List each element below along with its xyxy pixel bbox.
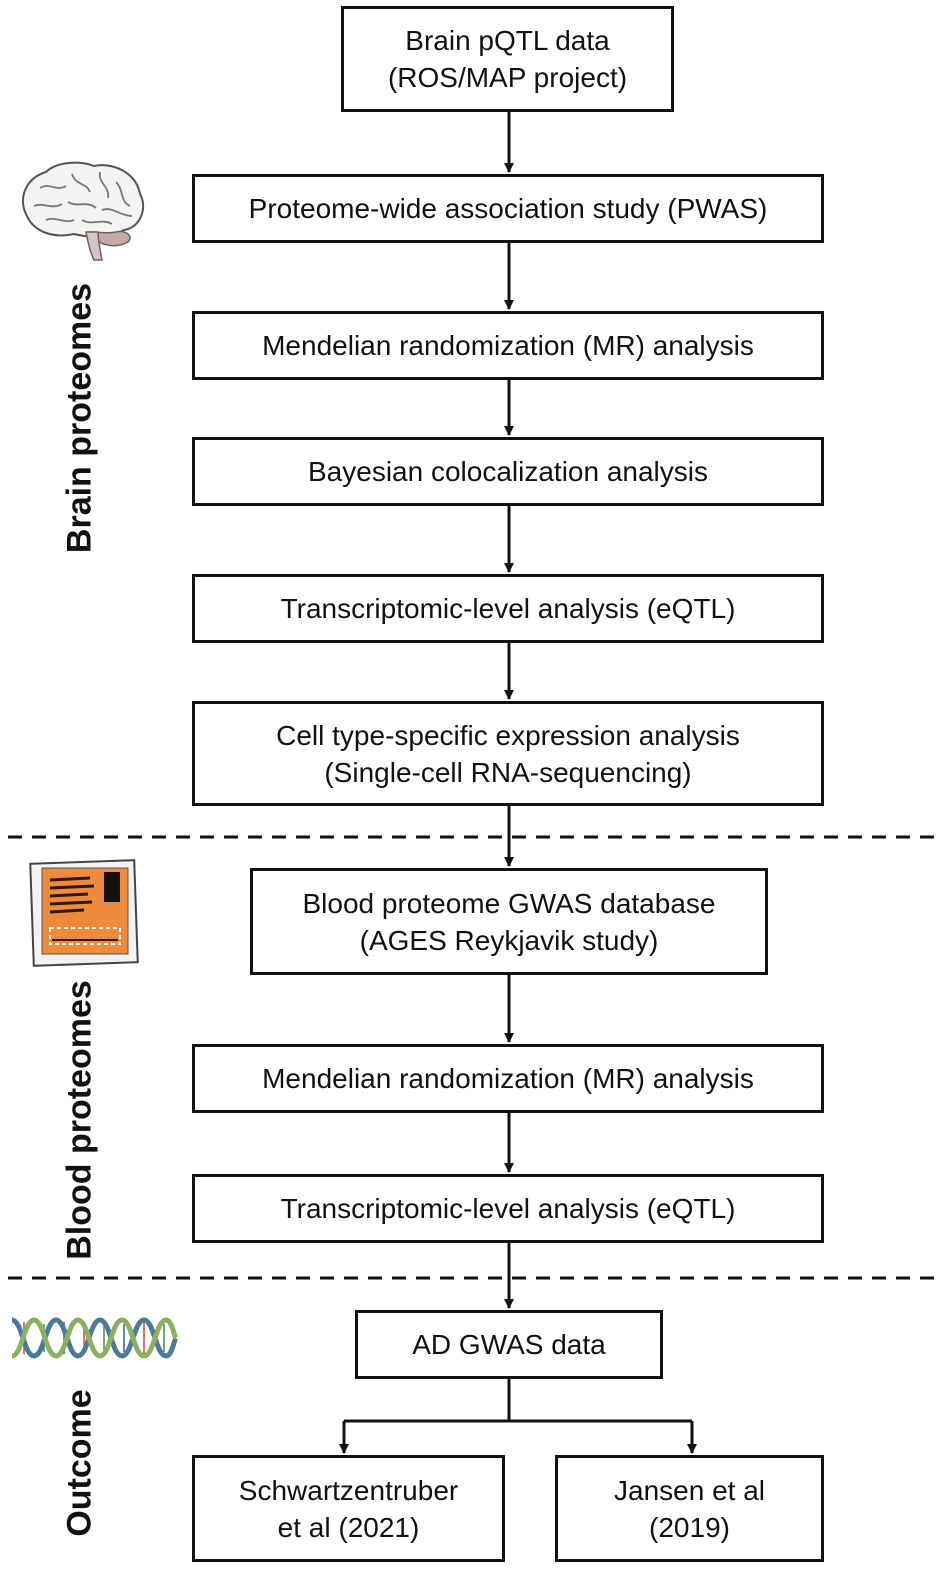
mr-brain-box: Mendelian randomization (MR) analysis [192, 311, 824, 380]
eqtl-brain-box: Transcriptomic-level analysis (eQTL) [192, 574, 824, 643]
pwas-label: Proteome-wide association study (PWAS) [248, 193, 768, 224]
ad-gwas-box: AD GWAS data [355, 1310, 663, 1379]
mr-brain-label: Mendelian randomization (MR) analysis [262, 330, 754, 361]
coloc-box: Bayesian colocalization analysis [192, 437, 824, 506]
schwartzentruber-line-1: Schwartzentruber [238, 1474, 459, 1506]
blood-gwas-line-2: (AGES Reykjavik study) [359, 924, 659, 956]
brain-icon [21, 161, 145, 261]
section-label-blood: Blood proteomes [60, 980, 99, 1260]
blood-gwas-box: Blood proteome GWAS database (AGES Reykj… [250, 868, 768, 975]
dna-helix-icon [10, 1317, 178, 1359]
coloc-label: Bayesian colocalization analysis [308, 456, 708, 487]
section-label-outcome: Outcome [60, 1389, 99, 1537]
pwas-box: Proteome-wide association study (PWAS) [192, 174, 824, 243]
brain-pqtl-box: Brain pQTL data (ROS/MAP project) [341, 6, 674, 112]
eqtl-brain-label: Transcriptomic-level analysis (eQTL) [280, 593, 736, 624]
blood-gwas-line-1: Blood proteome GWAS database [302, 887, 716, 919]
brain-pqtl-line-1: Brain pQTL data [405, 25, 610, 56]
celltype-line-2: (Single-cell RNA-sequencing) [324, 756, 692, 788]
jansen-line-1: Jansen et al [614, 1474, 765, 1506]
blood-sample-card-icon [29, 859, 139, 967]
jansen-box: Jansen et al (2019) [555, 1455, 824, 1562]
mr-blood-box: Mendelian randomization (MR) analysis [192, 1044, 824, 1113]
celltype-box: Cell type-specific expression analysis (… [192, 701, 824, 806]
celltype-line-1: Cell type-specific expression analysis [276, 719, 740, 751]
schwartzentruber-line-2: et al (2021) [277, 1511, 420, 1543]
jansen-line-2: (2019) [649, 1511, 730, 1543]
schwartzentruber-box: Schwartzentruber et al (2021) [192, 1455, 505, 1562]
mr-blood-label: Mendelian randomization (MR) analysis [262, 1063, 754, 1094]
eqtl-blood-label: Transcriptomic-level analysis (eQTL) [280, 1193, 736, 1224]
brain-pqtl-line-2: (ROS/MAP project) [387, 62, 628, 93]
ad-gwas-label: AD GWAS data [412, 1329, 606, 1360]
section-label-brain: Brain proteomes [60, 282, 99, 554]
eqtl-blood-box: Transcriptomic-level analysis (eQTL) [192, 1174, 824, 1243]
